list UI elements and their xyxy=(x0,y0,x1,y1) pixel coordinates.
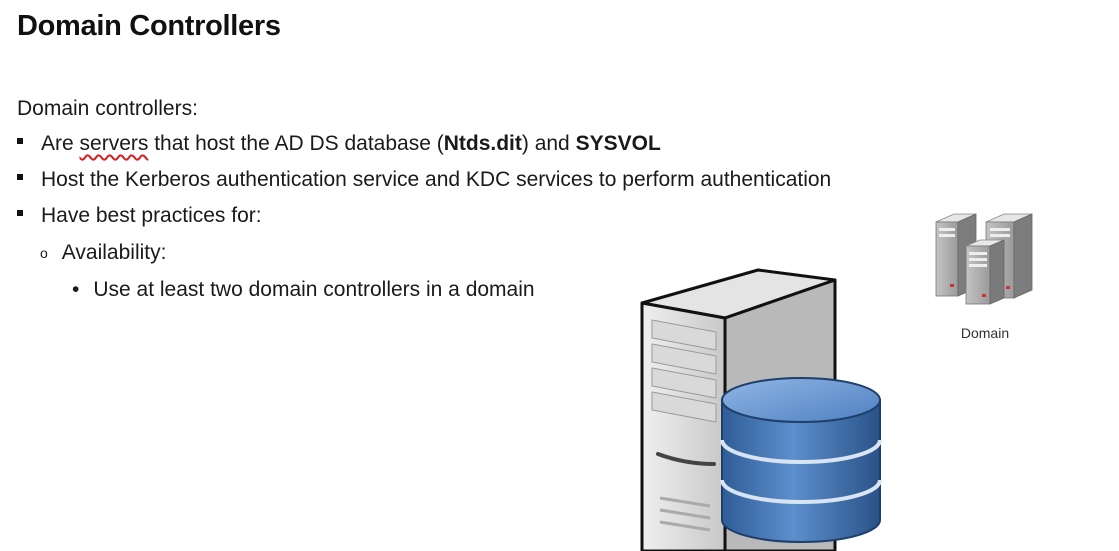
server-cluster-icon xyxy=(935,213,1033,305)
slide-title: Domain Controllers xyxy=(17,10,281,42)
dot-bullet-icon: • xyxy=(72,278,80,301)
database-server-icon xyxy=(640,268,882,551)
bullet-kerberos: Host the Kerberos authentication service… xyxy=(17,168,831,192)
circle-bullet-icon: o xyxy=(40,245,48,261)
square-bullet-icon xyxy=(17,138,23,145)
bullet-servers: Are servers that host the AD DS database… xyxy=(17,132,661,156)
square-bullet-icon xyxy=(17,174,23,181)
spellcheck-underlined-word[interactable]: servers xyxy=(79,132,149,155)
domain-caption: Domain xyxy=(960,325,1010,341)
bullet-best-practices: Have best practices for: xyxy=(17,204,262,228)
intro-text: Domain controllers: xyxy=(17,97,198,120)
sub-sub-bullet-two-dcs: •Use at least two domain controllers in … xyxy=(72,278,535,301)
square-bullet-icon xyxy=(17,210,23,217)
